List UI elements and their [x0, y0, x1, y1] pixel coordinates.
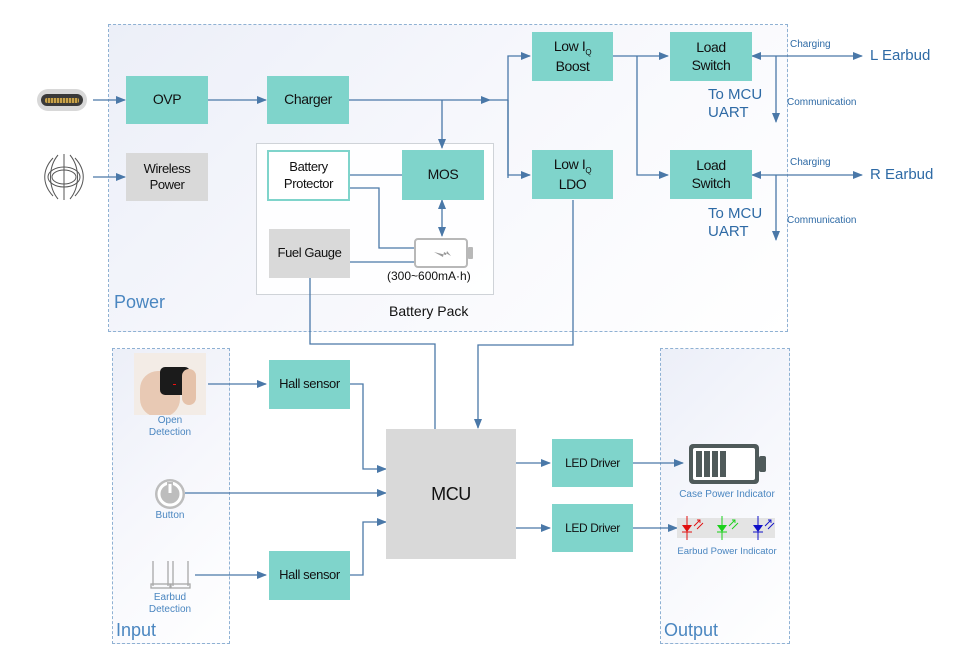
button-label: Button	[155, 510, 185, 521]
led-driver-top-block: LED Driver	[552, 439, 633, 487]
r-earbud-label: R Earbud	[870, 166, 934, 183]
earbud-detection-label: Earbud Detection	[134, 592, 206, 615]
battery-protector-label-1: Battery	[289, 159, 328, 175]
load-switch-right-label-1: Load	[696, 157, 726, 173]
charger-label: Charger	[284, 91, 332, 108]
wire-bus-boost	[507, 52, 531, 178]
charging-left-label: Charging	[790, 39, 831, 50]
boost-label-2: Boost	[555, 57, 590, 74]
load-switch-right-label-2: Switch	[691, 174, 731, 191]
led-driver-bottom-label: LED Driver	[565, 520, 620, 535]
red-led-icon	[682, 516, 704, 540]
hall-sensor-bottom-block: Hall sensor	[269, 551, 350, 600]
charging-right-label: Charging	[790, 157, 831, 168]
charger-block: Charger	[267, 76, 349, 124]
wire-bus-ldo	[507, 100, 531, 179]
ovp-label: OVP	[152, 91, 182, 108]
earbud-detection-line2: Detection	[148, 603, 192, 615]
wireless-power-label-2: Power	[149, 177, 185, 192]
boost-label-sub: Q	[585, 47, 592, 57]
fuel-gauge-block: Fuel Gauge	[269, 229, 350, 278]
load-switch-left-label-1: Load	[696, 39, 726, 55]
to-mcu-right-label: To MCU UART	[708, 205, 762, 241]
battery-capacity-label: (300~600mA·h)	[387, 269, 471, 283]
usb-c-connector-icon	[37, 89, 87, 111]
earbud-led-indicators	[677, 518, 775, 538]
green-led-icon	[717, 516, 739, 540]
boost-label-prefix: Low I	[553, 37, 586, 54]
mcu-block: MCU	[386, 429, 516, 559]
led-driver-top-label: LED Driver	[565, 455, 620, 470]
earbud-detection-line1: Earbud	[153, 592, 187, 603]
hall-sensor-top-label: Hall sensor	[279, 376, 340, 392]
hall-sensor-bottom-label: Hall sensor	[279, 567, 340, 583]
open-detection-label: Open Detection	[134, 415, 206, 438]
power-region-label: Power	[114, 292, 166, 312]
case-power-indicator-label: Case Power Indicator	[679, 489, 775, 500]
wire-hall-mcu-top	[350, 383, 387, 473]
mcu-label: MCU	[431, 483, 471, 504]
ldo-label-sub: Q	[585, 165, 592, 175]
case-battery-indicator-icon	[689, 444, 766, 484]
power-button-icon[interactable]	[154, 478, 186, 510]
ldo-label-prefix: Low I	[553, 155, 586, 172]
wireless-coil-icon	[44, 154, 84, 200]
wire-ldo-mcu	[474, 200, 574, 429]
open-detection-image	[134, 353, 206, 415]
blue-led-icon	[753, 516, 775, 540]
wire-hall-mcu-bottom	[350, 518, 387, 576]
output-region-label: Output	[664, 620, 719, 640]
communication-left-label: Communication	[787, 97, 857, 108]
led-driver-bottom-block: LED Driver	[552, 504, 633, 552]
earbud-power-indicator-label: Earbud Power Indicator	[677, 546, 777, 557]
ldo-label-2: LDO	[558, 175, 587, 192]
wire-fuelgauge-mcu	[309, 278, 436, 430]
battery-cell-icon	[414, 238, 473, 268]
wire-protector-battery	[350, 187, 415, 249]
l-earbud-label: L Earbud	[870, 47, 931, 64]
open-detection-line2: Detection	[148, 426, 192, 438]
battery-protector-label-2: Protector	[283, 175, 334, 191]
load-switch-left-label-2: Switch	[691, 56, 731, 73]
output-region	[660, 348, 790, 644]
ovp-block: OVP	[126, 76, 208, 124]
wire-boost-switch-r	[636, 56, 669, 179]
mos-label: MOS	[427, 166, 459, 183]
communication-right-label: Communication	[787, 215, 857, 226]
input-region-label: Input	[116, 620, 157, 640]
to-mcu-right-line2: UART	[708, 223, 749, 240]
to-mcu-left-line2: UART	[708, 104, 749, 121]
earbud-detection-icon	[150, 561, 191, 589]
to-mcu-left-label: To MCU UART	[708, 86, 762, 122]
wireless-power-label-1: Wireless	[143, 160, 191, 176]
battery-pack-label: Battery Pack	[389, 303, 469, 319]
fuel-gauge-label: Fuel Gauge	[277, 245, 342, 261]
open-detection-line1: Open	[157, 415, 183, 426]
to-mcu-right-line1: To MCU	[708, 205, 763, 222]
hall-sensor-top-block: Hall sensor	[269, 360, 350, 409]
to-mcu-left-line1: To MCU	[708, 86, 763, 103]
mos-block: MOS	[402, 150, 484, 200]
